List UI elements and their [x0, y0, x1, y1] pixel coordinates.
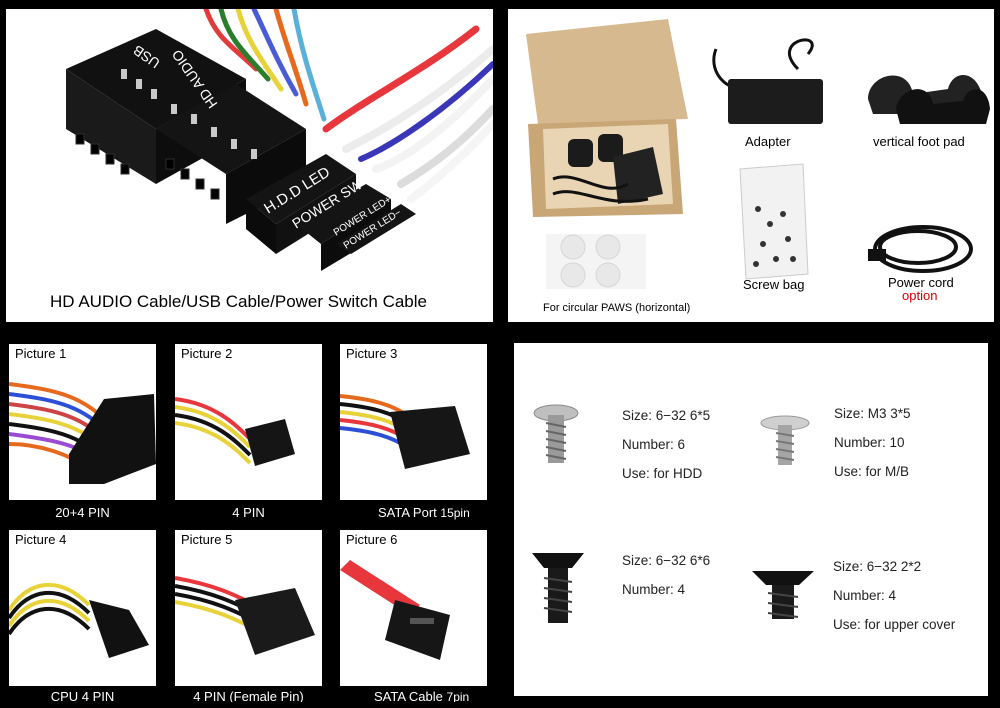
accessories-panel: Adapter vertical foot pad For circular P… — [508, 9, 994, 322]
cpu-4-pin-illustration — [9, 582, 149, 658]
picture-4-label: Picture 4 — [15, 532, 67, 547]
picture-1-label: Picture 1 — [15, 346, 67, 361]
screws-panel: Size: 6−32 6*5 Number: 6 Use: for HDD Si… — [508, 337, 994, 702]
picture-5-caption: 4 PIN (Female Pin) — [175, 689, 322, 702]
screw-size: Size: 6−32 2*2 — [833, 559, 922, 574]
adapter-illustration — [712, 38, 823, 124]
power-cord-label: Power cord — [888, 275, 954, 290]
cable-pictures-panel: Picture 1 20+4 PIN Picture 2 4 PIN — [6, 337, 493, 702]
screw-size: Size: 6−32 6*6 — [622, 553, 711, 568]
cable-caption-suffix: 15pin — [440, 506, 470, 520]
screw-use: Use: for M/B — [834, 464, 910, 479]
cable-caption: SATA Cable — [374, 689, 443, 702]
screw-hdd-illustration — [533, 404, 579, 463]
picture-4-cell: Picture 4 — [9, 530, 156, 686]
picture-4-caption: CPU 4 PIN — [9, 689, 156, 702]
screw-mb-illustration — [760, 415, 810, 465]
sata-cable-illustration — [340, 560, 450, 660]
screw-use: Use: for upper cover — [833, 617, 956, 632]
cable-caption: 4 PIN (Female Pin) — [193, 689, 304, 702]
foot-pad-illustration — [868, 75, 990, 124]
picture-3-label: Picture 3 — [346, 346, 398, 361]
picture-3-cell: Picture 3 — [340, 344, 487, 500]
picture-1-caption: 20+4 PIN — [9, 505, 156, 520]
atx-20-4-pin-illustration — [9, 382, 156, 484]
picture-6-label: Picture 6 — [346, 532, 398, 547]
screws-image — [532, 404, 814, 623]
accessories-image — [526, 19, 990, 289]
cable-caption: SATA Port — [378, 505, 437, 520]
screw-spec-hdd: Size: 6−32 6*5 Number: 6 Use: for HDD — [622, 401, 710, 488]
option-label: option — [902, 288, 938, 303]
screw-bag-label: Screw bag — [743, 277, 805, 292]
circular-paws-label: For circular PAWS (horizontal) — [543, 302, 691, 314]
screw-spec-6-6: Size: 6−32 6*6 Number: 4 — [622, 546, 710, 604]
screw-number: Number: 4 — [833, 588, 897, 603]
picture-1-cell: Picture 1 — [9, 344, 156, 500]
connector-cables-image: USB HD AUDIO H.D.D LED POWER SW POWER LE… — [66, 9, 493, 271]
screw-bag-illustration — [739, 163, 809, 280]
screw-number: Number: 10 — [834, 435, 905, 450]
sata-port-illustration — [340, 394, 470, 469]
cable-caption: 20+4 PIN — [55, 505, 110, 520]
screw-number: Number: 6 — [622, 437, 686, 452]
connector-cables-panel: USB HD AUDIO H.D.D LED POWER SW POWER LE… — [6, 9, 493, 322]
screw-spec-mb: Size: M3 3*5 Number: 10 Use: for M/B — [834, 399, 911, 486]
picture-2-label: Picture 2 — [181, 346, 233, 361]
picture-5-label: Picture 5 — [181, 532, 233, 547]
cable-caption-suffix: 7pin — [446, 690, 470, 702]
screw-use: Use: for HDD — [622, 466, 703, 481]
4-pin-illustration — [175, 397, 295, 466]
circular-paws-illustration — [546, 234, 646, 289]
picture-5-cell: Picture 5 — [175, 530, 322, 686]
screw-spec-upper-cover: Size: 6−32 2*2 Number: 4 Use: for upper … — [833, 552, 955, 639]
picture-2-cell: Picture 2 — [175, 344, 322, 500]
picture-2-caption: 4 PIN — [175, 505, 322, 520]
cable-caption: 4 PIN — [232, 505, 265, 520]
power-cord-illustration — [868, 225, 973, 273]
cable-caption: CPU 4 PIN — [50, 689, 115, 702]
screw-number: Number: 4 — [622, 582, 686, 597]
screw-black-6-6-illustration — [532, 553, 584, 623]
adapter-label: Adapter — [745, 134, 791, 149]
screw-upper-cover-illustration — [752, 571, 814, 619]
picture-6-cell: Picture 6 — [340, 530, 487, 686]
4-pin-female-illustration — [175, 576, 315, 655]
cables-caption: HD AUDIO Cable/USB Cable/Power Switch Ca… — [50, 292, 427, 311]
picture-3-caption: SATA Port 15pin — [340, 505, 487, 520]
screw-size: Size: 6−32 6*5 — [622, 408, 711, 423]
foot-pad-label: vertical foot pad — [873, 134, 965, 149]
accessory-box-illustration — [526, 19, 688, 217]
screw-size: Size: M3 3*5 — [834, 406, 911, 421]
picture-6-caption: SATA Cable 7pin — [340, 689, 487, 702]
